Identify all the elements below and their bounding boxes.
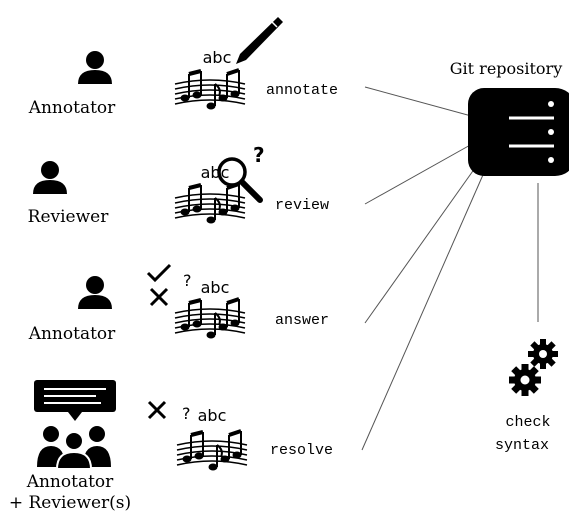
action-label: answer bbox=[275, 312, 329, 329]
role-label: Annotator bbox=[28, 324, 116, 344]
role-label-secondary: + Reviewer(s) bbox=[9, 493, 131, 513]
question-mark: ? bbox=[183, 271, 192, 290]
person-icon bbox=[78, 276, 112, 309]
person-icon bbox=[33, 161, 67, 194]
question-mark: ? bbox=[182, 404, 191, 423]
pencil-icon bbox=[236, 17, 283, 64]
music-staff bbox=[173, 68, 247, 112]
question-mark: ? bbox=[253, 143, 265, 167]
row-resolve: Annotator + Reviewer(s) ? abc resolve bbox=[9, 380, 333, 513]
git-repository: Git repository bbox=[450, 59, 569, 176]
check-icon bbox=[146, 263, 172, 283]
person-icon bbox=[78, 51, 112, 84]
gears-icon bbox=[509, 339, 558, 396]
connector-resolve bbox=[361, 142, 498, 451]
row-answer: Annotator ? abc answer bbox=[28, 263, 329, 344]
action-label: review bbox=[275, 197, 329, 214]
check-label-line1: check bbox=[505, 414, 550, 431]
role-label: Annotator bbox=[26, 472, 114, 492]
artifact-label: abc bbox=[201, 278, 230, 297]
row-annotate: Annotator abc annotate bbox=[28, 17, 338, 118]
repository-label: Git repository bbox=[450, 59, 562, 78]
role-label: Annotator bbox=[28, 98, 116, 118]
music-staff bbox=[173, 182, 247, 226]
artifact-label: abc bbox=[198, 406, 227, 425]
check-syntax: check syntax bbox=[495, 339, 558, 454]
check-label-line2: syntax bbox=[495, 437, 549, 454]
action-label: resolve bbox=[270, 442, 333, 459]
group-chat-icon bbox=[34, 380, 116, 470]
cross-icon bbox=[147, 400, 167, 420]
database-icon bbox=[468, 88, 569, 176]
cross-icon bbox=[149, 287, 169, 307]
artifact-label: abc bbox=[201, 163, 230, 182]
music-staff bbox=[175, 429, 249, 473]
action-label: annotate bbox=[266, 82, 338, 99]
role-label: Reviewer bbox=[28, 207, 110, 227]
music-staff bbox=[173, 297, 247, 341]
row-review: Reviewer abc ? review bbox=[28, 143, 329, 227]
artifact-label: abc bbox=[203, 48, 232, 67]
